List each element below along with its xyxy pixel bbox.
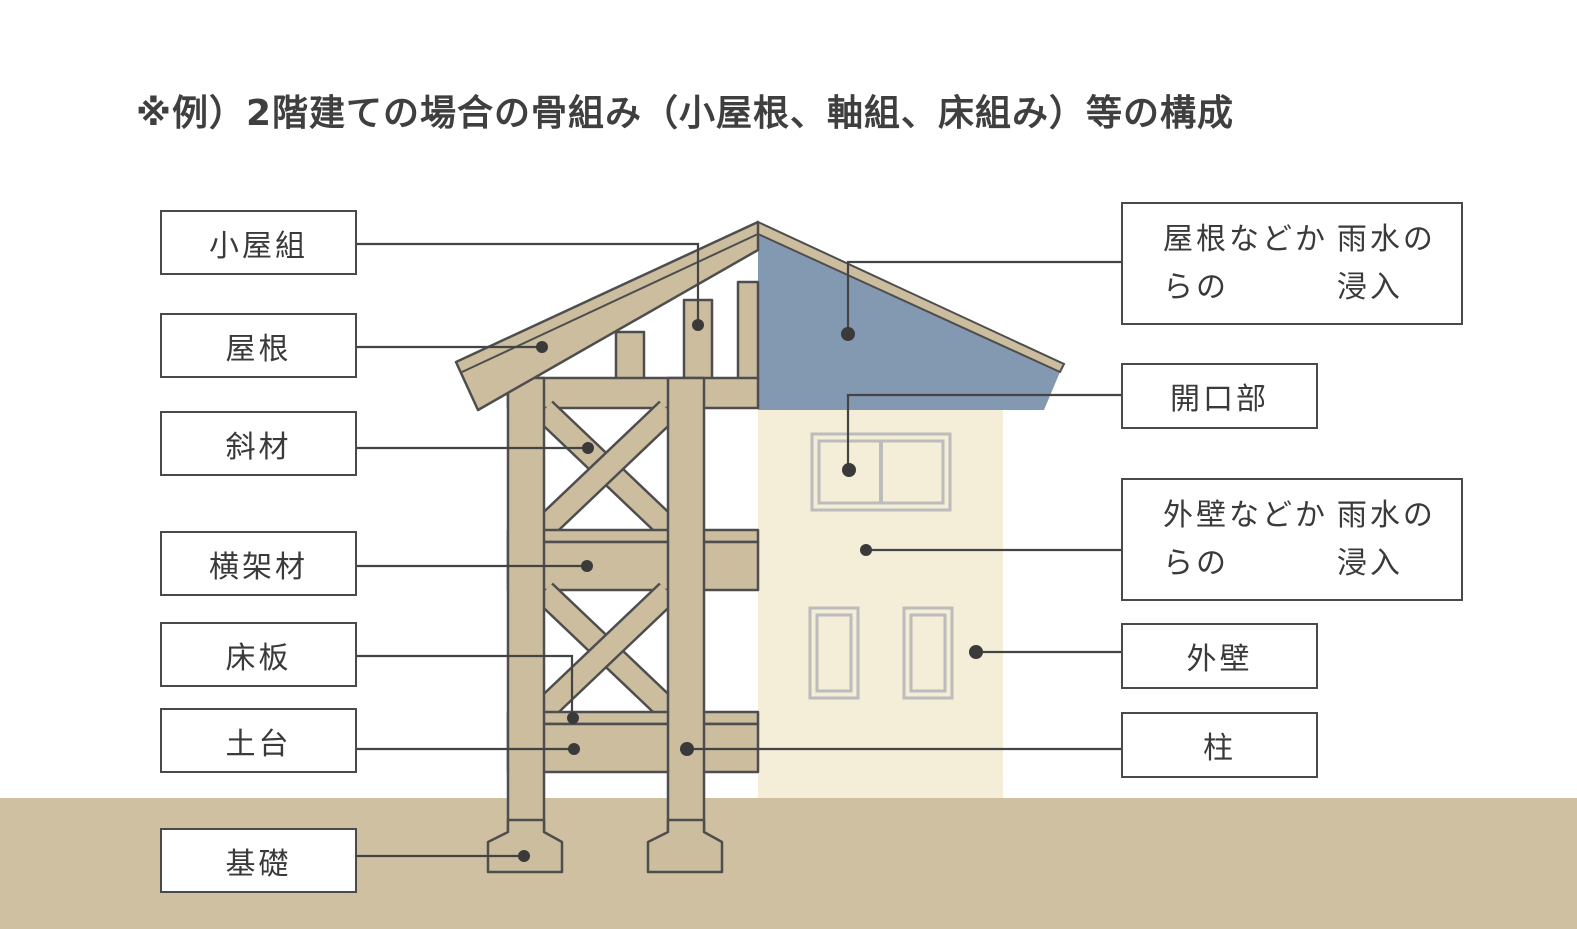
truss-post-2 xyxy=(682,298,714,382)
lower-window-left xyxy=(808,606,860,700)
label-kiso: 基礎 xyxy=(160,828,357,893)
diagram-title: ※例）2階建ての場合の骨組み（小屋根、軸組、床組み）等の構成 xyxy=(136,93,1235,134)
label-gaiheki: 外壁 xyxy=(1121,623,1318,689)
label-hashira: 柱 xyxy=(1121,712,1318,778)
label-wall-rain-intrusion: 外壁などからの 雨水の浸入 xyxy=(1121,478,1463,601)
truss-post-3 xyxy=(736,280,760,382)
truss-post-1 xyxy=(614,330,646,382)
label-shazai: 斜材 xyxy=(160,411,357,476)
label-yukaita: 床板 xyxy=(160,622,357,687)
wall-rain-line2: 雨水の浸入 xyxy=(1336,497,1436,581)
footing-left xyxy=(486,818,564,874)
middle-beam-thin xyxy=(506,528,760,544)
upper-window xyxy=(810,432,952,512)
label-kaikoubu: 開口部 xyxy=(1121,363,1318,429)
leader-dots xyxy=(518,319,983,862)
roof-rain-line1: 屋根などからの xyxy=(1163,221,1328,305)
label-koyagumi: 小屋組 xyxy=(160,210,357,275)
label-yane: 屋根 xyxy=(160,313,357,378)
column-left xyxy=(506,376,546,832)
floor-board xyxy=(506,710,760,726)
timber-frame xyxy=(454,220,760,874)
wall-rain-line1: 外壁などからの xyxy=(1163,497,1328,581)
top-beam xyxy=(506,376,760,410)
leader-lines xyxy=(357,242,1121,858)
roof-rain-line2: 雨水の浸入 xyxy=(1336,221,1436,305)
footing-right xyxy=(646,818,724,874)
label-dodai: 土台 xyxy=(160,708,357,773)
lower-window-right xyxy=(902,606,954,700)
roof-right-blue xyxy=(758,234,1060,410)
label-roof-rain-intrusion: 屋根などからの 雨水の浸入 xyxy=(1121,202,1463,325)
column-right xyxy=(666,376,706,832)
label-yokokazai: 横架材 xyxy=(160,531,357,596)
